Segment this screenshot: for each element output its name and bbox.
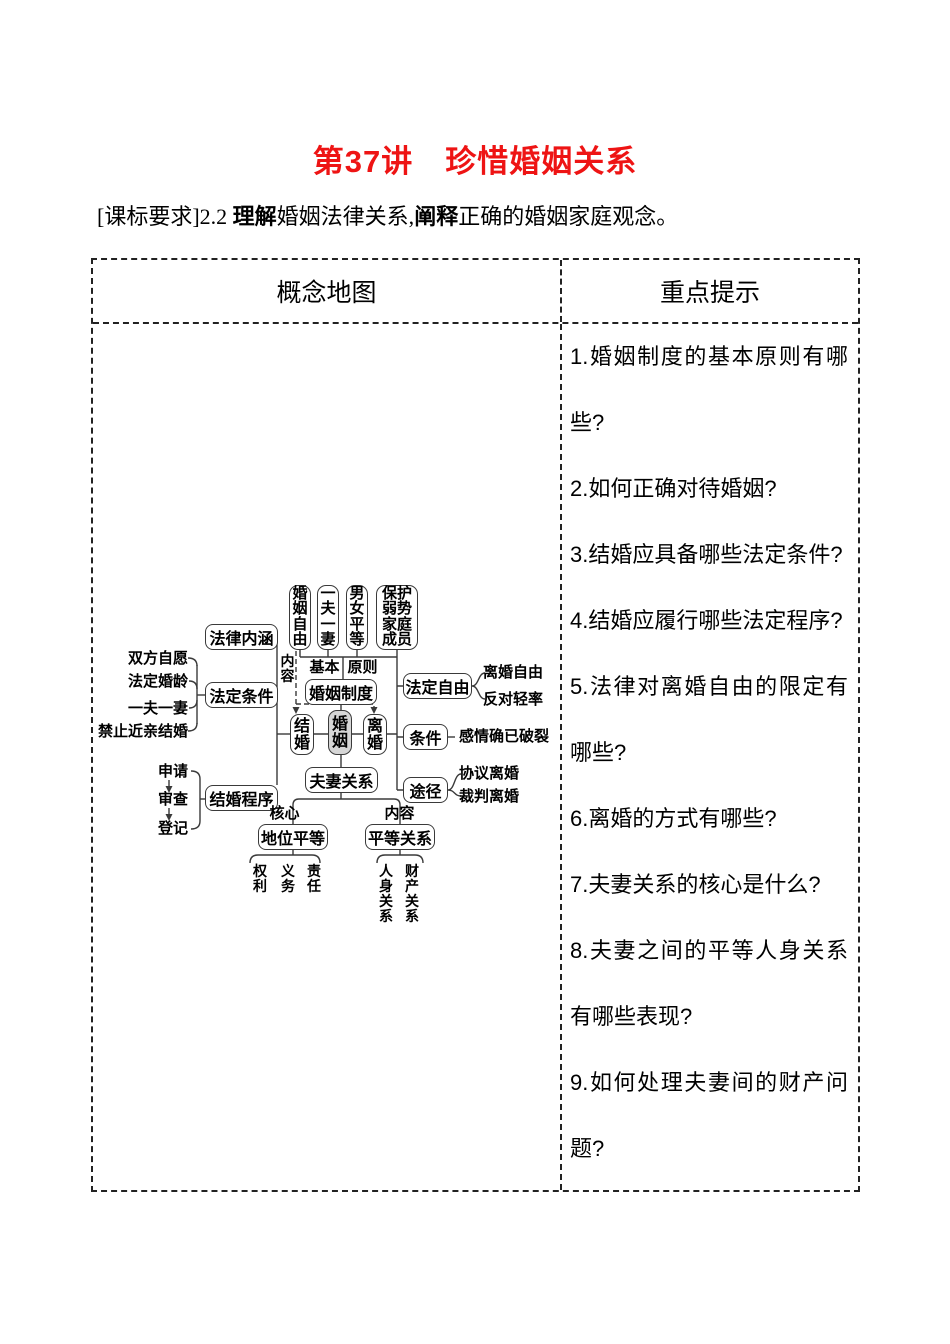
table-header-row: 概念地图 重点提示 xyxy=(93,260,858,324)
marry-box: 结婚 xyxy=(290,714,314,755)
marriage-system-box: 婚姻制度 xyxy=(305,679,377,705)
table-body-row: 婚姻自由 一夫一妻 男女平等 保护弱势家庭成员 基本 原则 内容 婚姻制度 结婚… xyxy=(93,324,858,1190)
header-concept-map: 概念地图 xyxy=(93,260,562,322)
legal-conditions-box: 法定条件 xyxy=(205,682,278,708)
relation-item-personal: 人身关系 xyxy=(379,865,393,925)
question-item: 5.法律对离婚自由的限定有哪些? xyxy=(570,674,848,765)
condition-item-mutual-consent: 双方自愿 xyxy=(127,651,188,667)
label-principle: 原则 xyxy=(347,660,378,676)
question-item: 8.夫妻之间的平等人身关系有哪些表现? xyxy=(570,938,848,1029)
condition-item-no-close-kin: 禁止近亲结婚 xyxy=(98,724,189,740)
question-item: 7.夫妻关系的核心是什么? xyxy=(570,872,821,897)
status-item-responsibility: 责任 xyxy=(307,865,321,895)
requirement-bold-explain: 阐释 xyxy=(414,204,459,229)
requirement-suffix: 正确的婚姻家庭观念。 xyxy=(458,204,679,229)
principle-box-monogamy: 一夫一妻 xyxy=(317,585,339,650)
dashed-arrow-to-marry xyxy=(292,707,300,714)
question-item: 6.离婚的方式有哪些? xyxy=(570,806,777,831)
status-item-duties: 义务 xyxy=(281,865,295,895)
equal-status-box: 地位平等 xyxy=(258,824,328,850)
principle-box-marriage-freedom: 婚姻自由 xyxy=(289,585,311,650)
couple-relation-box: 夫妻关系 xyxy=(305,767,378,793)
question-item: 9.如何处理夫妻间的财产问题? xyxy=(570,1070,848,1161)
way-item-judicial-divorce: 裁判离婚 xyxy=(459,789,520,805)
principle-box-protect-weak: 保护弱势家庭成员 xyxy=(376,585,418,650)
legal-meaning-box: 法律内涵 xyxy=(205,624,278,650)
legal-freedom-box: 法定自由 xyxy=(403,673,472,699)
requirement-prefix: [课标要求]2.2 xyxy=(97,204,233,229)
label-core: 核心 xyxy=(269,806,300,822)
status-item-rights: 权利 xyxy=(253,865,267,895)
concept-map-lines xyxy=(165,636,486,864)
label-content-2: 内容 xyxy=(384,806,415,822)
marry-procedure-box: 结婚程序 xyxy=(205,785,278,811)
requirement-bold-understand: 理解 xyxy=(232,204,277,229)
divorce-condition-box: 条件 xyxy=(403,724,448,750)
equal-relation-box: 平等关系 xyxy=(365,824,435,850)
marriage-box: 婚姻 xyxy=(328,710,352,755)
condition-item-monogamy: 一夫一妻 xyxy=(127,701,188,717)
dashed-arrow-to-divorce xyxy=(370,707,378,714)
header-key-points: 重点提示 xyxy=(659,280,760,307)
curriculum-requirement: [课标要求]2.2 理解婚姻法律关系,阐释正确的婚姻家庭观念。 xyxy=(97,203,857,231)
condition-item-legal-age: 法定婚龄 xyxy=(127,674,188,690)
way-item-agreement-divorce: 协议离婚 xyxy=(459,766,520,782)
freedom-item-divorce-freedom: 离婚自由 xyxy=(483,665,544,681)
principle-box-gender-equality: 男女平等 xyxy=(346,585,368,650)
relation-item-property: 财产关系 xyxy=(405,865,419,925)
divorce-way-box: 途径 xyxy=(403,777,448,803)
divorce-box: 离婚 xyxy=(363,714,387,755)
question-item: 2.如何正确对待婚姻? xyxy=(570,476,777,501)
arrow-apply-to-review xyxy=(165,786,173,793)
arrow-review-to-register xyxy=(165,814,173,821)
requirement-mid: 婚姻法律关系, xyxy=(276,204,415,229)
procedure-step-review: 审查 xyxy=(158,792,189,808)
label-basic: 基本 xyxy=(309,660,340,676)
key-questions-cell: 1.婚姻制度的基本原则有哪些? 2.如何正确对待婚姻? 3.结婚应具备哪些法定条… xyxy=(562,324,858,1190)
page-title: 第37讲 珍惜婚姻关系 xyxy=(312,144,638,179)
question-item: 3.结婚应具备哪些法定条件? xyxy=(570,542,843,567)
divorce-condition-text: 感情确已破裂 xyxy=(459,729,550,745)
freedom-item-oppose-rashness: 反对轻率 xyxy=(483,692,544,708)
question-item: 1.婚姻制度的基本原则有哪些? xyxy=(570,344,848,435)
question-item: 4.结婚应履行哪些法定程序? xyxy=(570,608,843,633)
concept-table: 概念地图 重点提示 xyxy=(91,258,860,1192)
concept-map-cell: 婚姻自由 一夫一妻 男女平等 保护弱势家庭成员 基本 原则 内容 婚姻制度 结婚… xyxy=(93,324,562,1190)
procedure-step-register: 登记 xyxy=(158,821,189,837)
label-content: 内容 xyxy=(280,655,295,685)
procedure-step-apply: 申请 xyxy=(158,764,189,780)
